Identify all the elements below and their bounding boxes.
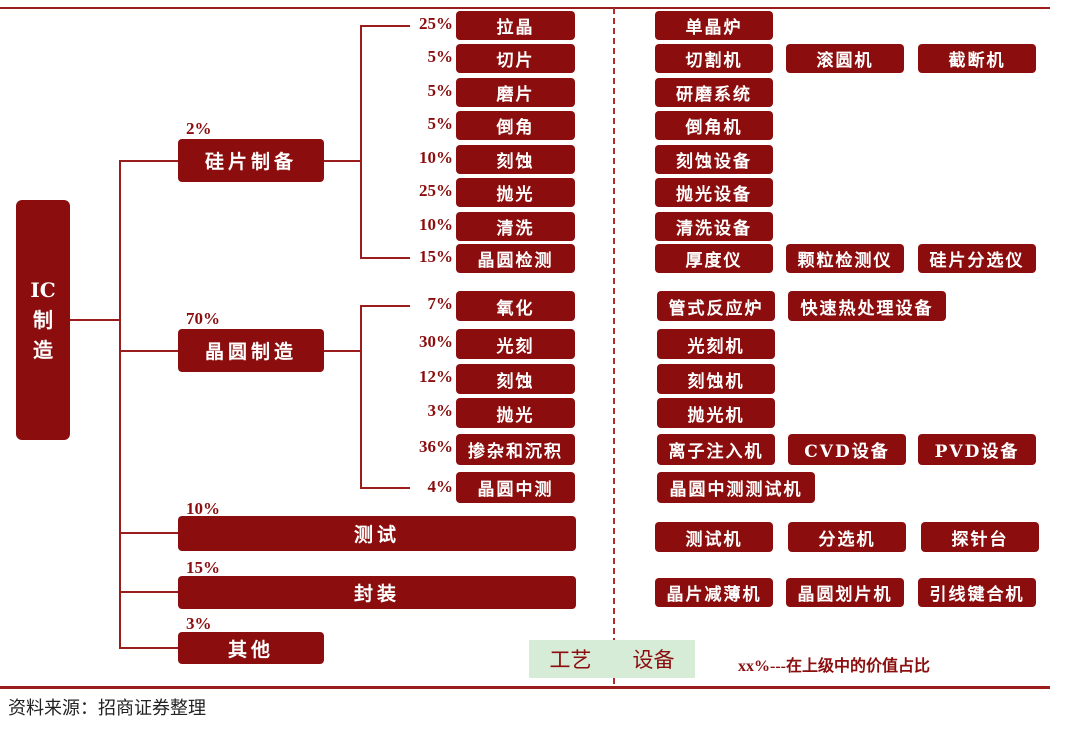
top-rule [0, 7, 1050, 9]
equipment-box: 滚圆机 [786, 44, 904, 73]
connector [323, 160, 361, 162]
equipment-box: 晶片减薄机 [655, 578, 773, 607]
connector [119, 160, 179, 162]
main-box-wafer-prep: 硅片制备 [178, 139, 324, 182]
process-box: 清洗 [456, 212, 575, 241]
connector [360, 305, 410, 307]
root-ic-manufacturing: IC 制 造 [16, 200, 70, 440]
equipment-box: 截断机 [918, 44, 1036, 73]
connector [360, 25, 410, 27]
connector [360, 305, 362, 488]
process-pct: 10% [419, 148, 453, 167]
equipment-box: 抛光机 [657, 398, 775, 428]
process-pct: 15% [419, 247, 453, 266]
equipment-box: 颗粒检测仪 [786, 244, 904, 273]
legend-process-label: 工艺 [549, 648, 592, 672]
root-char: 制 [33, 308, 53, 332]
equipment-box: 晶圆中测测试机 [657, 472, 815, 503]
process-box: 磨片 [456, 78, 575, 107]
process-pct: 10% [419, 215, 453, 234]
root-char: IC [30, 278, 56, 302]
process-box: 拉晶 [456, 11, 575, 40]
main-pct: 3% [186, 614, 212, 633]
main-pct: 2% [186, 119, 212, 138]
bottom-rule [0, 686, 1050, 689]
equipment-box: PVD设备 [918, 434, 1036, 465]
main-pct: 70% [186, 309, 220, 328]
legend-equipment-label: 设备 [632, 648, 675, 672]
equipment-box: 清洗设备 [655, 212, 773, 241]
process-box: 氧化 [456, 291, 575, 321]
process-pct: 4% [427, 477, 454, 496]
equipment-box: 抛光设备 [655, 178, 773, 207]
equipment-box: 研磨系统 [655, 78, 773, 107]
connector [119, 160, 121, 648]
process-box: 晶圆检测 [456, 244, 575, 273]
connector [360, 25, 362, 258]
source-note: 资料来源：招商证券整理 [8, 698, 206, 719]
process-box: 抛光 [456, 178, 575, 207]
process-pct: 25% [419, 181, 453, 200]
process-pct: 5% [427, 81, 454, 100]
process-pct: 36% [419, 437, 453, 456]
equipment-box: 单晶炉 [655, 11, 773, 40]
equipment-box: 快速热处理设备 [788, 291, 946, 321]
legend: 工艺 设备 [529, 640, 695, 678]
process-box: 晶圆中测 [456, 472, 575, 503]
connector [360, 257, 410, 259]
main-box-test: 测试 [178, 516, 576, 551]
equipment-box: 测试机 [655, 522, 773, 552]
equipment-box: 厚度仪 [655, 244, 773, 273]
process-pct: 5% [427, 47, 454, 66]
process-box: 光刻 [456, 329, 575, 359]
process-box: 刻蚀 [456, 145, 575, 174]
process-pct: 7% [427, 294, 454, 313]
process-box: 抛光 [456, 398, 575, 428]
equipment-box: CVD设备 [788, 434, 906, 465]
connector [119, 350, 179, 352]
divider-dashed [613, 8, 615, 684]
equipment-box: 探针台 [921, 522, 1039, 552]
connector [70, 319, 120, 321]
equipment-box: 离子注入机 [657, 434, 775, 465]
main-box-wafer-fab: 晶圆制造 [178, 329, 324, 372]
connector [119, 591, 179, 593]
process-box: 倒角 [456, 111, 575, 140]
equipment-box: 晶圆划片机 [786, 578, 904, 607]
main-pct: 10% [186, 499, 220, 518]
equipment-box: 倒角机 [655, 111, 773, 140]
process-pct: 5% [427, 114, 454, 133]
equipment-box: 光刻机 [657, 329, 775, 359]
connector [360, 487, 410, 489]
connector [323, 350, 361, 352]
process-box: 切片 [456, 44, 575, 73]
root-char: 造 [33, 338, 53, 362]
process-box: 掺杂和沉积 [456, 434, 575, 465]
connector [119, 647, 179, 649]
connector [119, 532, 179, 534]
equipment-box: 引线键合机 [918, 578, 1036, 607]
process-pct: 25% [419, 14, 453, 33]
process-pct: 12% [419, 367, 453, 386]
equipment-box: 管式反应炉 [657, 291, 775, 321]
main-pct: 15% [186, 558, 220, 577]
equipment-box: 硅片分选仪 [918, 244, 1036, 273]
process-pct: 3% [427, 401, 454, 420]
main-box-other: 其他 [178, 632, 324, 664]
equipment-box: 刻蚀机 [657, 364, 775, 394]
equipment-box: 刻蚀设备 [655, 145, 773, 174]
equipment-box: 分选机 [788, 522, 906, 552]
main-box-package: 封装 [178, 576, 576, 609]
process-box: 刻蚀 [456, 364, 575, 394]
legend-note: xx%---在上级中的价值占比 [738, 658, 930, 675]
process-pct: 30% [419, 332, 453, 351]
equipment-box: 切割机 [655, 44, 773, 73]
